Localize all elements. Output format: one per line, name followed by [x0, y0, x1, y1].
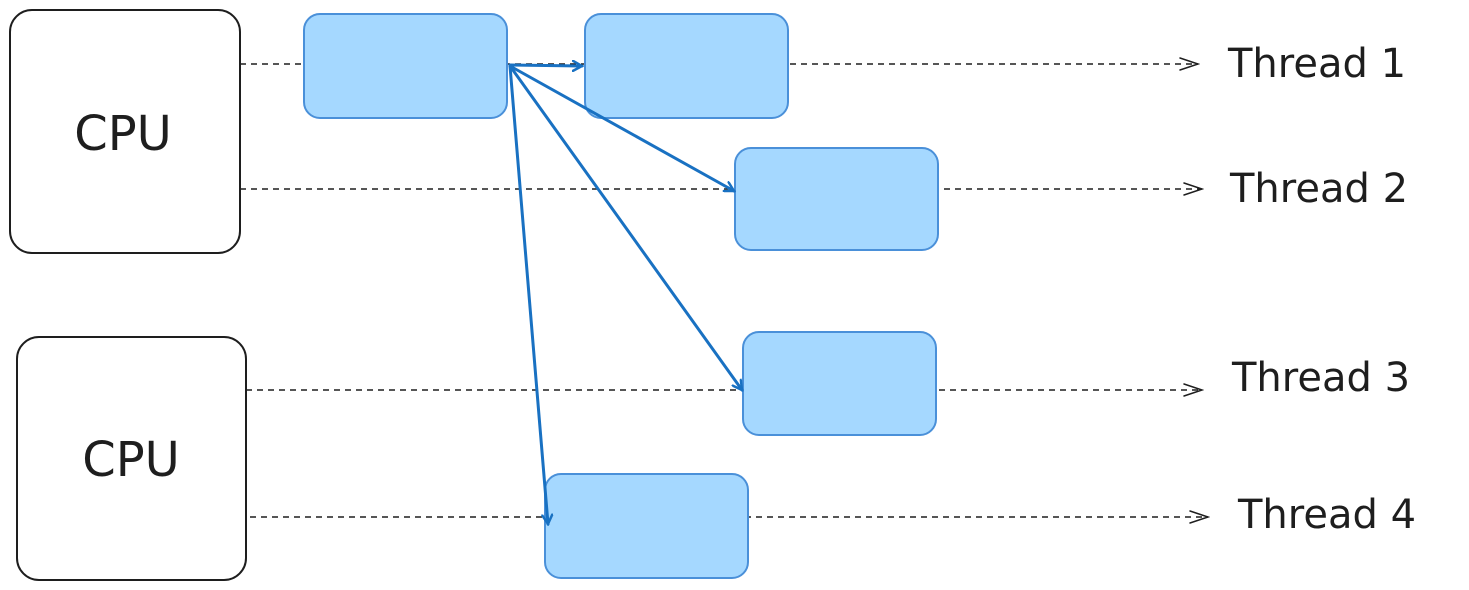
thread-label-2: Thread 2: [1229, 166, 1408, 212]
cpu-label-1: CPU: [74, 106, 172, 162]
thread-label-4: Thread 4: [1237, 492, 1416, 538]
task-box-thread-2: [734, 147, 939, 251]
thread-label-1: Thread 1: [1227, 41, 1406, 87]
thread-label-3: Thread 3: [1231, 355, 1410, 401]
spawn-arrow-thread-2: [508, 64, 734, 193]
spawn-arrow-thread-4: [508, 64, 548, 524]
task-box-thread-1: [584, 13, 789, 119]
spawn-arrow-thread-1: [508, 65, 582, 66]
spawn-arrow-thread-3: [508, 64, 744, 390]
cpu-label-2: CPU: [82, 432, 180, 488]
cpu-box-1: [9, 9, 241, 254]
task-box-thread-3: [742, 331, 937, 436]
task-box-source: [303, 13, 508, 119]
cpu-box-2: [16, 336, 247, 581]
task-box-thread-4: [544, 473, 749, 579]
